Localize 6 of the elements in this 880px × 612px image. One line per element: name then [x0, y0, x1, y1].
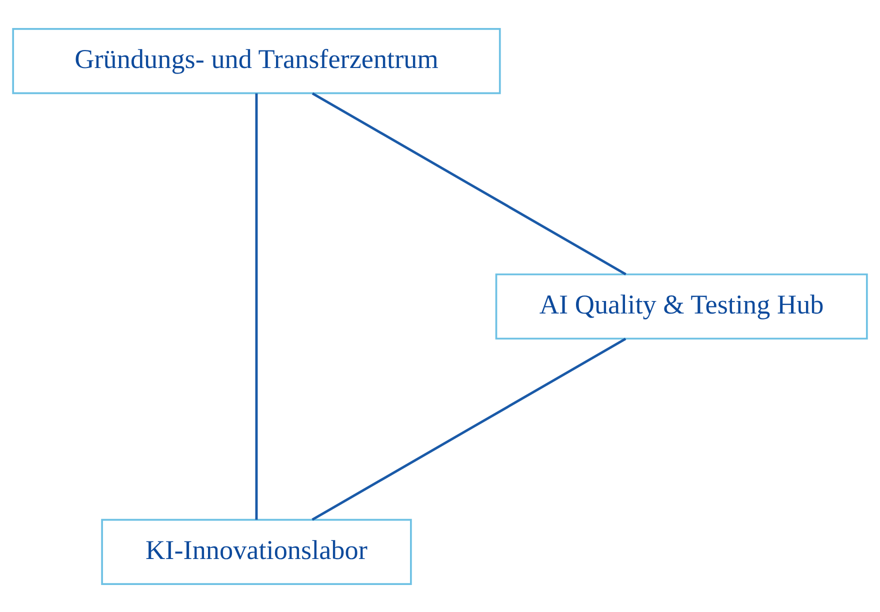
connector [312, 92, 626, 275]
connector [312, 337, 626, 520]
node-box: AI Quality & Testing Hub [495, 272, 868, 340]
node-box: Gründungs- und Transferzentrum [12, 28, 501, 94]
connector [255, 92, 258, 520]
node-box: KI-Innovationslabor [101, 518, 412, 584]
